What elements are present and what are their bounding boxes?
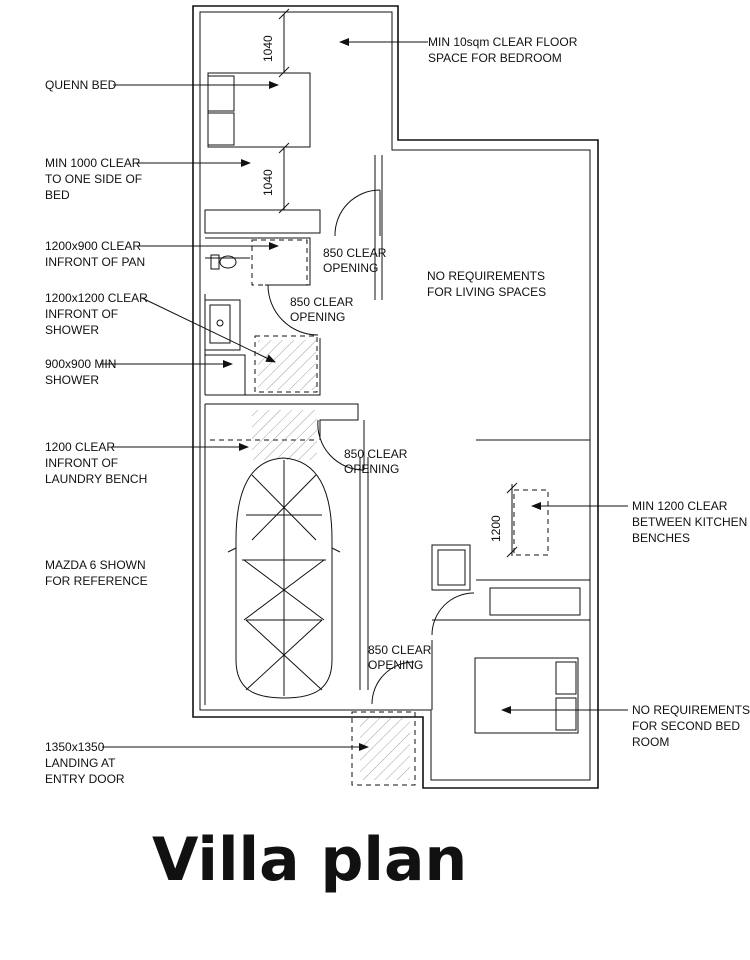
- label-landing: 1350x1350 LANDING AT ENTRY DOOR: [45, 740, 125, 786]
- shower-hatch: [258, 340, 316, 390]
- label-shower: 900x900 MIN SHOWER: [45, 357, 120, 387]
- dim-kitchen: 1200: [489, 515, 503, 542]
- label-opening-entry: 850 CLEAR OPENING: [368, 643, 435, 672]
- label-mazda: MAZDA 6 SHOWN FOR REFERENCE: [45, 558, 149, 588]
- pan-clearance-zone: [251, 239, 308, 286]
- shower-clearance-zone: [254, 335, 318, 393]
- label-living: NO REQUIREMENTS FOR LIVING SPACES: [427, 269, 548, 299]
- car-outline: [227, 457, 341, 699]
- label-pan: 1200x900 CLEAR INFRONT OF PAN: [45, 239, 145, 269]
- dim-bedroom-side: 1040: [261, 169, 275, 196]
- plan-title: Villa plan: [152, 825, 468, 895]
- label-kitchen: MIN 1200 CLEAR BETWEEN KITCHEN BENCHES: [632, 499, 750, 545]
- label-opening-bedroom: 850 CLEAR OPENING: [323, 246, 390, 275]
- second-bed: [474, 657, 579, 734]
- label-queen-bed: QUENN BED: [45, 78, 117, 92]
- leader-lines: [100, 38, 628, 751]
- label-opening-bathroom: 850 CLEAR OPENING: [290, 295, 357, 324]
- dim-bedroom-top: 1040: [261, 35, 275, 62]
- label-shower-front: 1200x1200 CLEAR INFRONT OF SHOWER: [45, 291, 151, 337]
- queen-bed: [207, 72, 311, 148]
- kitchen-clearance-zone: [513, 489, 549, 556]
- toilet-pan: [210, 254, 237, 270]
- laundry-hatch: [252, 410, 317, 460]
- label-second-bed: NO REQUIREMENTS FOR SECOND BED ROOM: [632, 703, 750, 749]
- dimension-lines: [278, 8, 518, 558]
- label-bedroom-floor: MIN 10sqm CLEAR FLOOR SPACE FOR BEDROOM: [428, 35, 581, 65]
- basin: [209, 304, 231, 344]
- label-laundry: 1200 CLEAR INFRONT OF LAUNDRY BENCH: [45, 440, 147, 486]
- door-swings: [267, 189, 475, 705]
- label-opening-garage: 850 CLEAR OPENING: [344, 447, 411, 476]
- label-one-side-bed: MIN 1000 CLEAR TO ONE SIDE OF BED: [45, 156, 145, 202]
